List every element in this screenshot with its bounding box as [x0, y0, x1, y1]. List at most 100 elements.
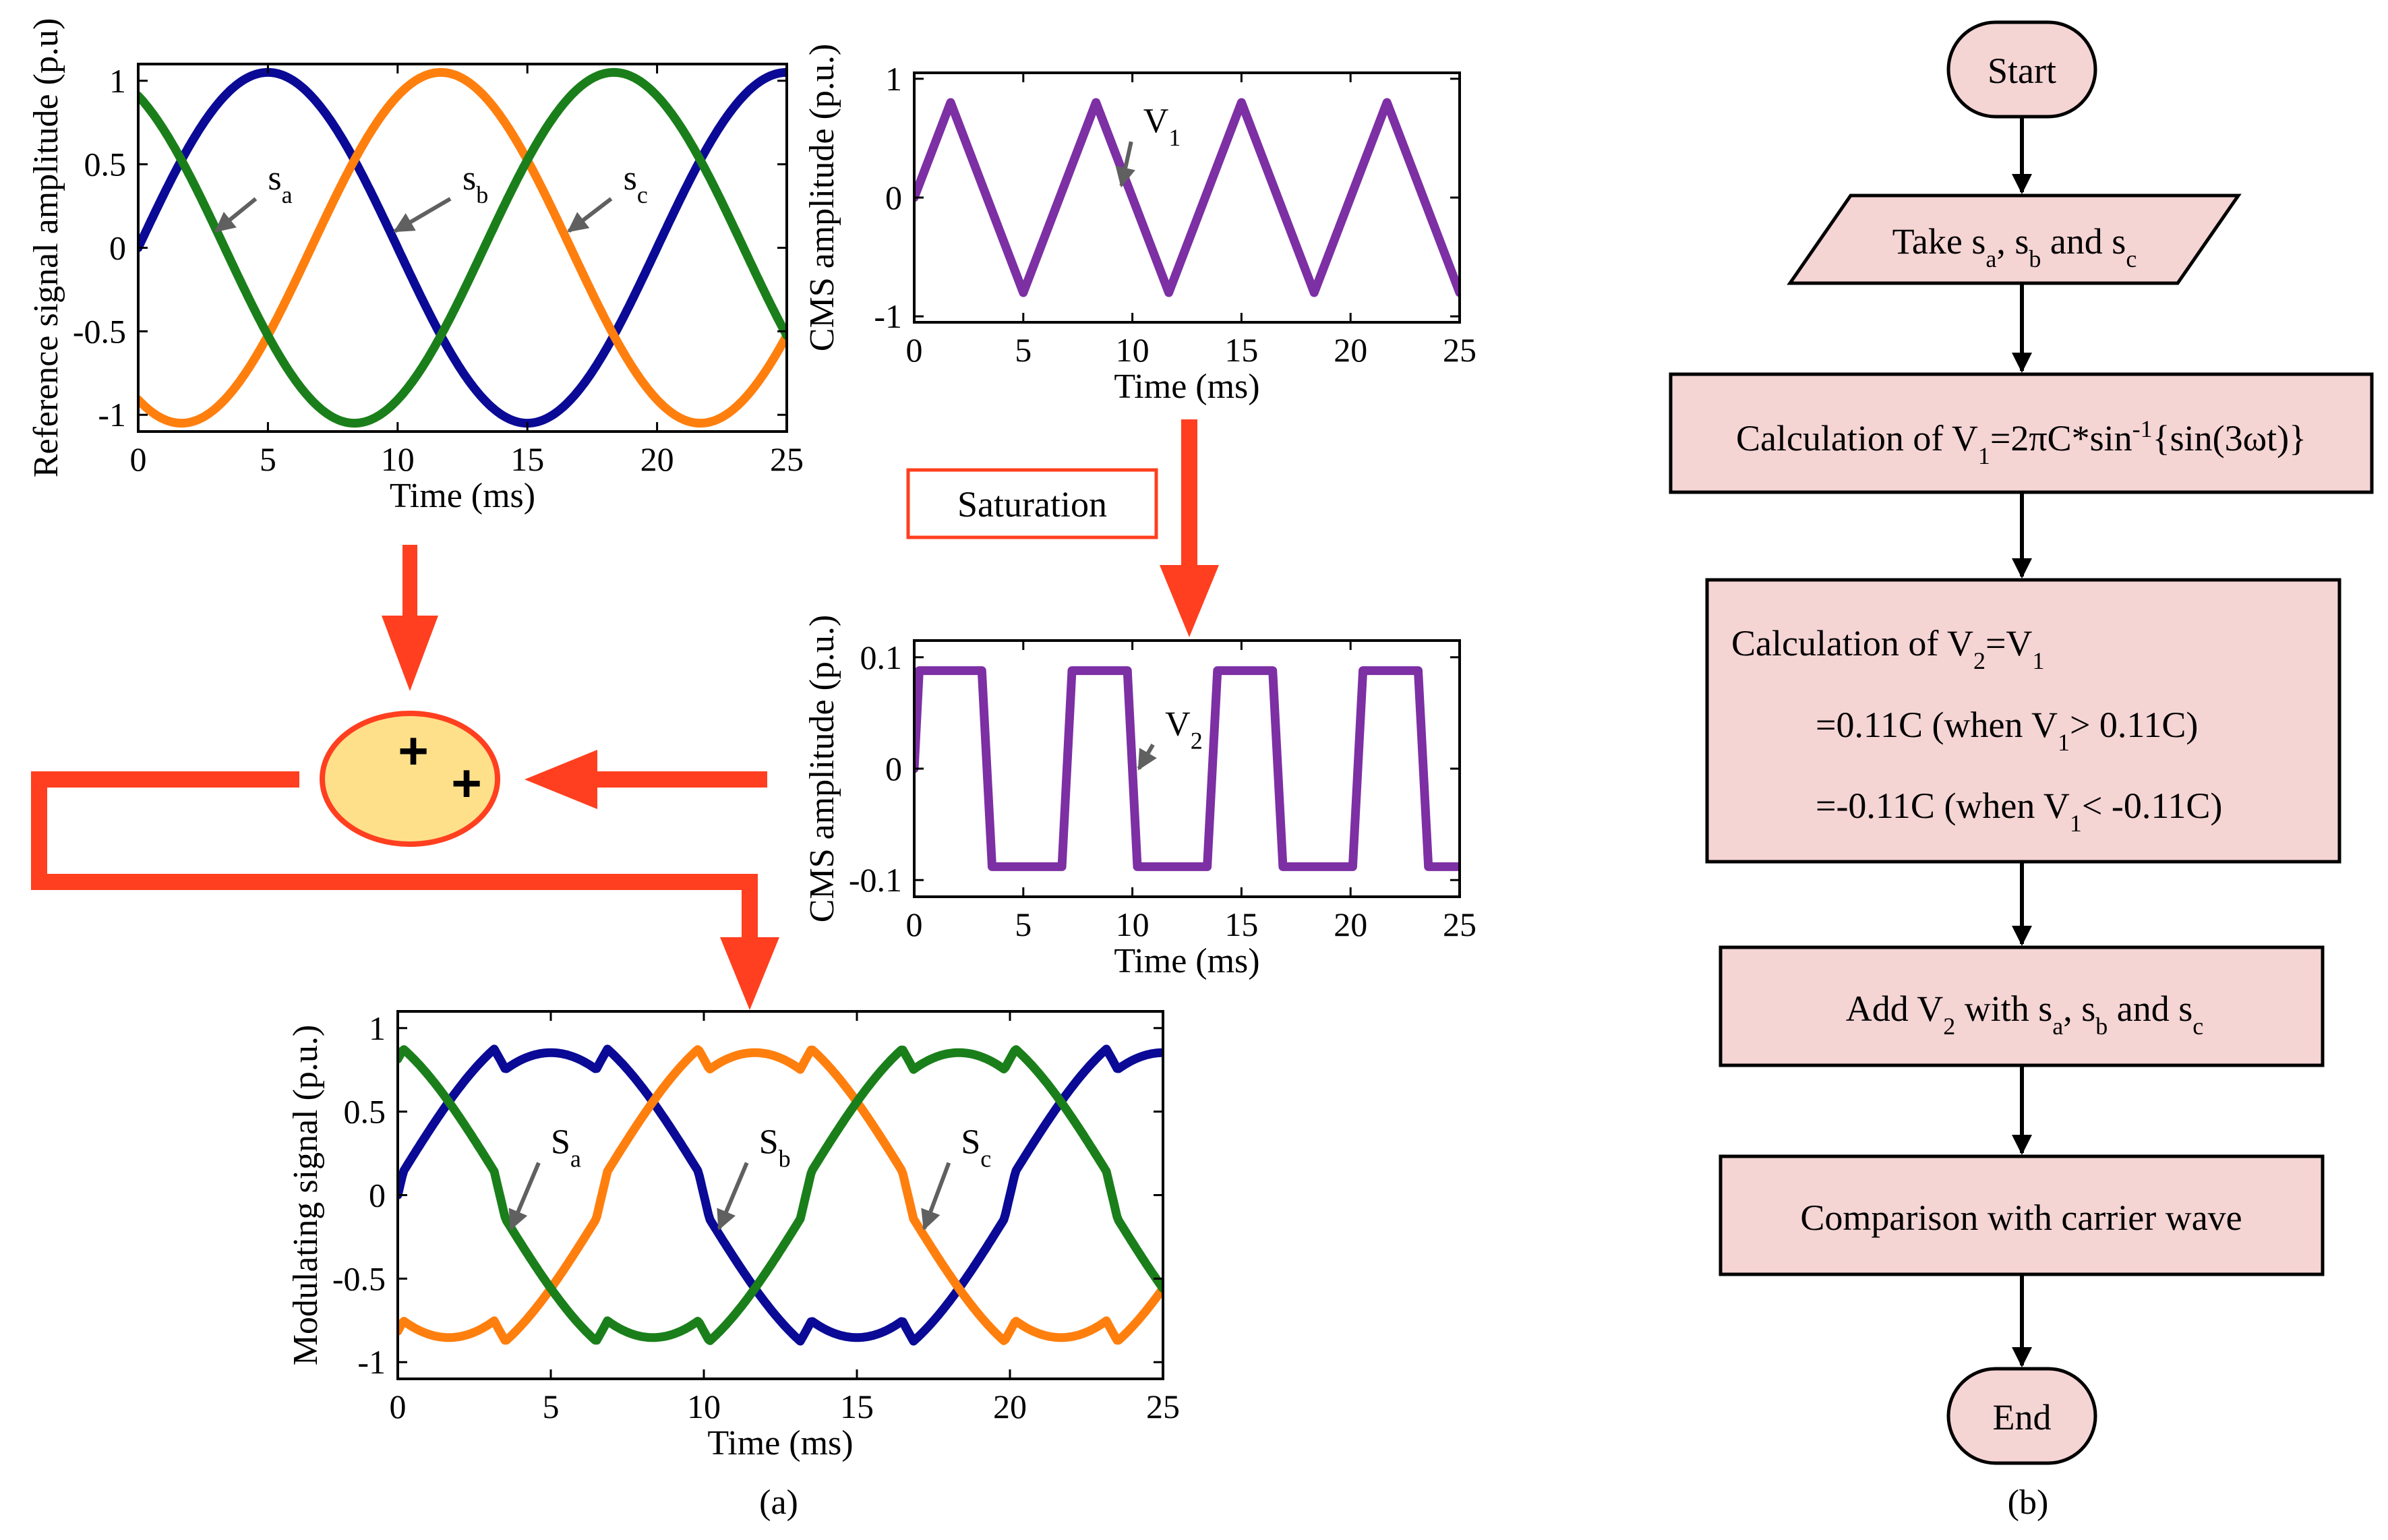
annotation-pointer	[393, 197, 452, 233]
x-tick-label: 25	[1146, 1388, 1180, 1425]
flow-calc-v1-label: Calculation of V1=2πC*sin-1{sin(3ωt)}	[1736, 415, 2306, 469]
y-tick-label: 0	[885, 179, 902, 216]
caption-b: (b)	[2008, 1483, 2049, 1522]
y-tick-label: 0	[369, 1177, 386, 1214]
annotation-sub: c	[980, 1146, 991, 1173]
series-group	[914, 98, 1460, 297]
subscript: c	[2126, 245, 2137, 272]
series-line-Sc	[398, 1045, 1163, 1345]
text-run: {sin(3ωt)}	[2153, 418, 2306, 458]
subscript: b	[2029, 245, 2041, 272]
adder-circle	[320, 711, 500, 847]
flow-calc-v2-line3: =-0.11C (when V1< -0.11C)	[1816, 786, 2222, 837]
text-run: =V	[1986, 623, 2032, 663]
annotation-main: S	[759, 1123, 779, 1162]
annotation-pointer	[508, 1162, 541, 1231]
subscript: a	[1986, 245, 1996, 272]
text-run: , s	[1996, 221, 2029, 262]
annotation-main: S	[551, 1123, 570, 1162]
x-tick-label: 0	[906, 331, 923, 369]
arrow-cms-to-saturation	[1160, 419, 1219, 637]
annotation-sub: b	[476, 181, 488, 208]
arrow-adder-to-modulating	[31, 771, 779, 1010]
annotation-label: V2	[1165, 705, 1203, 754]
x-tick-label: 10	[381, 440, 415, 478]
arrow-saturation-to-adder	[525, 750, 767, 809]
y-tick-label: -0.1	[849, 861, 902, 899]
saturation-label: Saturation	[957, 484, 1107, 525]
x-tick-label: 15	[1224, 906, 1258, 943]
subscript: a	[2052, 1013, 2063, 1040]
y-tick-label: -1	[98, 396, 126, 434]
x-tick-label: 15	[1224, 331, 1258, 369]
x-tick-label: 15	[840, 1388, 874, 1425]
x-tick-label: 20	[640, 440, 674, 478]
flow-start: Start	[1946, 20, 2097, 119]
saturation-block: Saturation	[906, 468, 1158, 539]
x-tick-label: 0	[906, 906, 923, 943]
plot-frame	[913, 71, 1461, 324]
x-tick-label: 5	[1015, 906, 1032, 943]
flow-calc-v2-box	[1705, 578, 2341, 864]
y-axis-label: Modulating signal (p.u.)	[287, 1025, 325, 1366]
flow-calc-v2-line1: Calculation of V2=V1	[1731, 623, 2044, 674]
x-tick-label: 10	[687, 1388, 721, 1425]
series-line-sa	[138, 67, 787, 428]
flow-input-label: Take sa, sb and sc	[1892, 221, 2137, 272]
flow-start-label: Start	[1988, 51, 2056, 91]
series-line-V2	[914, 666, 1460, 871]
x-axis-label: Time (ms)	[707, 1424, 853, 1462]
text-run: =2πC*sin	[1990, 418, 2132, 458]
x-axis-label: Time (ms)	[390, 477, 535, 515]
flow-end-box	[1946, 1367, 2097, 1465]
y-tick-label: -1	[874, 297, 902, 335]
subscript: 2	[1943, 1013, 1955, 1040]
signal-flow-arrows	[31, 419, 1219, 1010]
annotation-sub: 1	[1168, 124, 1181, 151]
annotation-label: sa	[268, 159, 292, 208]
flow-compare-label: Comparison with carrier wave	[1800, 1197, 2242, 1238]
subscript: 1	[2032, 647, 2044, 674]
x-tick-label: 0	[390, 1388, 407, 1425]
flow-calc-v2: Calculation of V2=V1 =0.11C (when V1> 0.…	[1705, 578, 2341, 864]
x-tick-label: 15	[510, 440, 544, 478]
flow-add-label: Add V2 with sa, sb and sc	[1846, 988, 2204, 1040]
annotation-label: V1	[1143, 102, 1181, 151]
annotation-sub: c	[637, 181, 648, 208]
superscript: -1	[2132, 415, 2153, 442]
x-tick-label: 25	[1443, 906, 1476, 943]
annotation-label: Sa	[551, 1123, 581, 1173]
annotation-sub: b	[779, 1146, 791, 1173]
text-run: =-0.11C (when V	[1816, 786, 2070, 826]
y-tick-label: 1	[885, 60, 902, 98]
arrow-reference-to-adder	[382, 545, 438, 691]
flow-add-box	[1719, 945, 2325, 1067]
subscript: 1	[1978, 442, 1990, 469]
x-axis-label: Time (ms)	[1114, 367, 1259, 406]
flowchart: Start Take sa, sb and sc Calculation of …	[1669, 20, 2374, 1465]
flow-input-box	[1787, 194, 2242, 285]
series-line-Sb	[398, 1045, 1163, 1345]
subscript: b	[2095, 1013, 2108, 1040]
annotation-main: s	[268, 159, 281, 198]
text-run: with s	[1955, 988, 2052, 1029]
annotation-main: V	[1165, 705, 1191, 743]
text-run: Calculation of V	[1731, 623, 1973, 663]
adder-plus-1: +	[398, 721, 429, 780]
annotation-main: s	[624, 159, 637, 198]
annotation-label: sc	[624, 159, 648, 208]
x-tick-label: 20	[1334, 906, 1367, 943]
annotation-pointer	[567, 197, 613, 233]
text-run: and s	[2108, 988, 2192, 1029]
x-tick-label: 10	[1116, 906, 1150, 943]
flow-end-label: End	[1993, 1397, 2052, 1438]
annotation-pointer	[921, 1162, 951, 1231]
x-axis-label: Time (ms)	[1114, 942, 1259, 980]
annotation-pointer	[1115, 141, 1135, 188]
annotation-main: V	[1143, 102, 1169, 140]
flow-calc-v2-line2: =0.11C (when V1> 0.11C)	[1816, 705, 2198, 756]
x-tick-label: 20	[1334, 331, 1367, 369]
adder: + +	[320, 711, 500, 847]
x-tick-label: 20	[993, 1388, 1027, 1425]
